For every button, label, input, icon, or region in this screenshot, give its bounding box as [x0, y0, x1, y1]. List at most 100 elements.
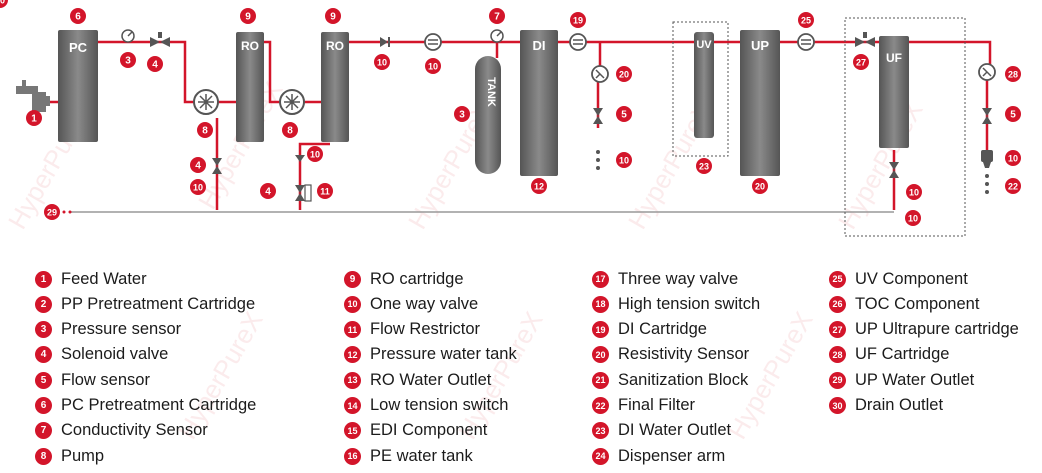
- legend-number: 4: [35, 346, 52, 364]
- diagram-badge: 27: [853, 54, 869, 70]
- legend-label: UP Ultrapure cartridge: [855, 320, 1019, 339]
- badge-number: 8: [287, 126, 293, 137]
- outlet-drops-icon: [596, 150, 989, 194]
- diagram-badge: 1: [26, 110, 42, 126]
- legend-number: 21: [592, 371, 609, 389]
- legend-label: High tension switch: [618, 294, 761, 313]
- flow-sensor-icon: [591, 65, 609, 83]
- badge-number: 12: [534, 182, 544, 192]
- diagram-badge: 12: [531, 178, 547, 194]
- di-label: DI: [533, 38, 546, 53]
- legend-number: 16: [344, 447, 361, 465]
- badge-number: 5: [1010, 110, 1016, 121]
- badge-number: 19: [573, 16, 583, 26]
- diagram-badge: 19: [570, 12, 586, 28]
- legend-number: 25: [829, 270, 846, 288]
- legend-label: Drain Outlet: [855, 396, 944, 414]
- badge-number: 23: [699, 162, 709, 172]
- diagram-badge: 29: [44, 204, 60, 220]
- flow-restrictor-icon: [304, 184, 312, 202]
- resistivity-sensor-icon: [797, 33, 815, 51]
- badge-number: 1: [31, 114, 37, 125]
- diagram-badge: 9: [240, 8, 256, 24]
- badge-number: 3: [459, 110, 465, 121]
- legend-label: Pressure sensor: [61, 320, 182, 339]
- legend-number: 2: [35, 295, 52, 313]
- legend-label: PC Pretreatment Cartridge: [61, 396, 257, 414]
- badge-number: 10: [377, 58, 387, 68]
- pressure-sensor-icon: [490, 29, 504, 43]
- uv-component: [694, 32, 714, 138]
- badge-number: 9: [330, 12, 336, 23]
- diagram-badge: 10: [374, 54, 390, 70]
- diagram-badge: 10: [190, 179, 206, 195]
- ro1-label: RO: [241, 39, 259, 53]
- badge-number: 28: [1008, 70, 1018, 80]
- legend-label: Sanitization Block: [618, 370, 749, 389]
- diagram-badge: 4: [260, 183, 276, 199]
- ro2-label: RO: [326, 39, 344, 53]
- legend-label: Flow sensor: [61, 370, 150, 389]
- diagram-badge: 20: [616, 66, 632, 82]
- legend-number: 20: [592, 346, 609, 364]
- legend-number: 14: [344, 397, 361, 414]
- legend-number: 22: [592, 397, 609, 414]
- solenoid-valve-icon: [150, 32, 170, 47]
- badge-number: 10: [1008, 154, 1018, 164]
- legend-item: 21 Sanitization Block: [592, 368, 748, 392]
- legend-number: 8: [35, 447, 52, 465]
- legend-item: 29 UP Water Outlet: [829, 368, 974, 392]
- diagram-badge: 22: [1005, 178, 1021, 194]
- one-way-valve-icon: [380, 37, 390, 47]
- legend-item: 4 Solenoid valve: [35, 343, 168, 367]
- diagram-badge: 10: [906, 184, 922, 200]
- badge-number: 4: [265, 187, 271, 198]
- legend-number: 27: [829, 321, 846, 339]
- diagram-badge: 23: [696, 158, 712, 174]
- legend-number: 29: [829, 371, 846, 389]
- diagram-badge: 3: [120, 52, 136, 68]
- badge-number: 10: [193, 183, 203, 193]
- pump-icon: [279, 89, 305, 115]
- legend-label: UP Water Outlet: [855, 370, 975, 389]
- diagram-badge: 10: [425, 58, 441, 74]
- legend-label: Pump: [61, 446, 105, 465]
- badge-number: 27: [856, 58, 866, 68]
- legend-label: Flow Restrictor: [370, 320, 481, 339]
- up-cartridge: [740, 30, 780, 176]
- uf-frame: [844, 17, 966, 237]
- solenoid-valve-icon: [855, 32, 875, 47]
- legend-label: Three way valve: [618, 269, 739, 288]
- legend-number: 9: [344, 270, 361, 288]
- solenoid-valve-icon: [593, 108, 603, 124]
- diagram-badge: 30: [0, 0, 8, 8]
- legend-number: 26: [829, 295, 846, 313]
- uf-label: UF: [886, 51, 902, 65]
- legend-label: Solenoid valve: [61, 345, 169, 364]
- faucet-icon: [16, 80, 50, 112]
- legend-label: EDI Component: [370, 421, 488, 440]
- legend-label: DI Water Outlet: [618, 421, 732, 440]
- pc-cartridge: [58, 30, 98, 142]
- legend-item: 8 Pump: [35, 444, 104, 468]
- legend-number: 24: [592, 447, 609, 465]
